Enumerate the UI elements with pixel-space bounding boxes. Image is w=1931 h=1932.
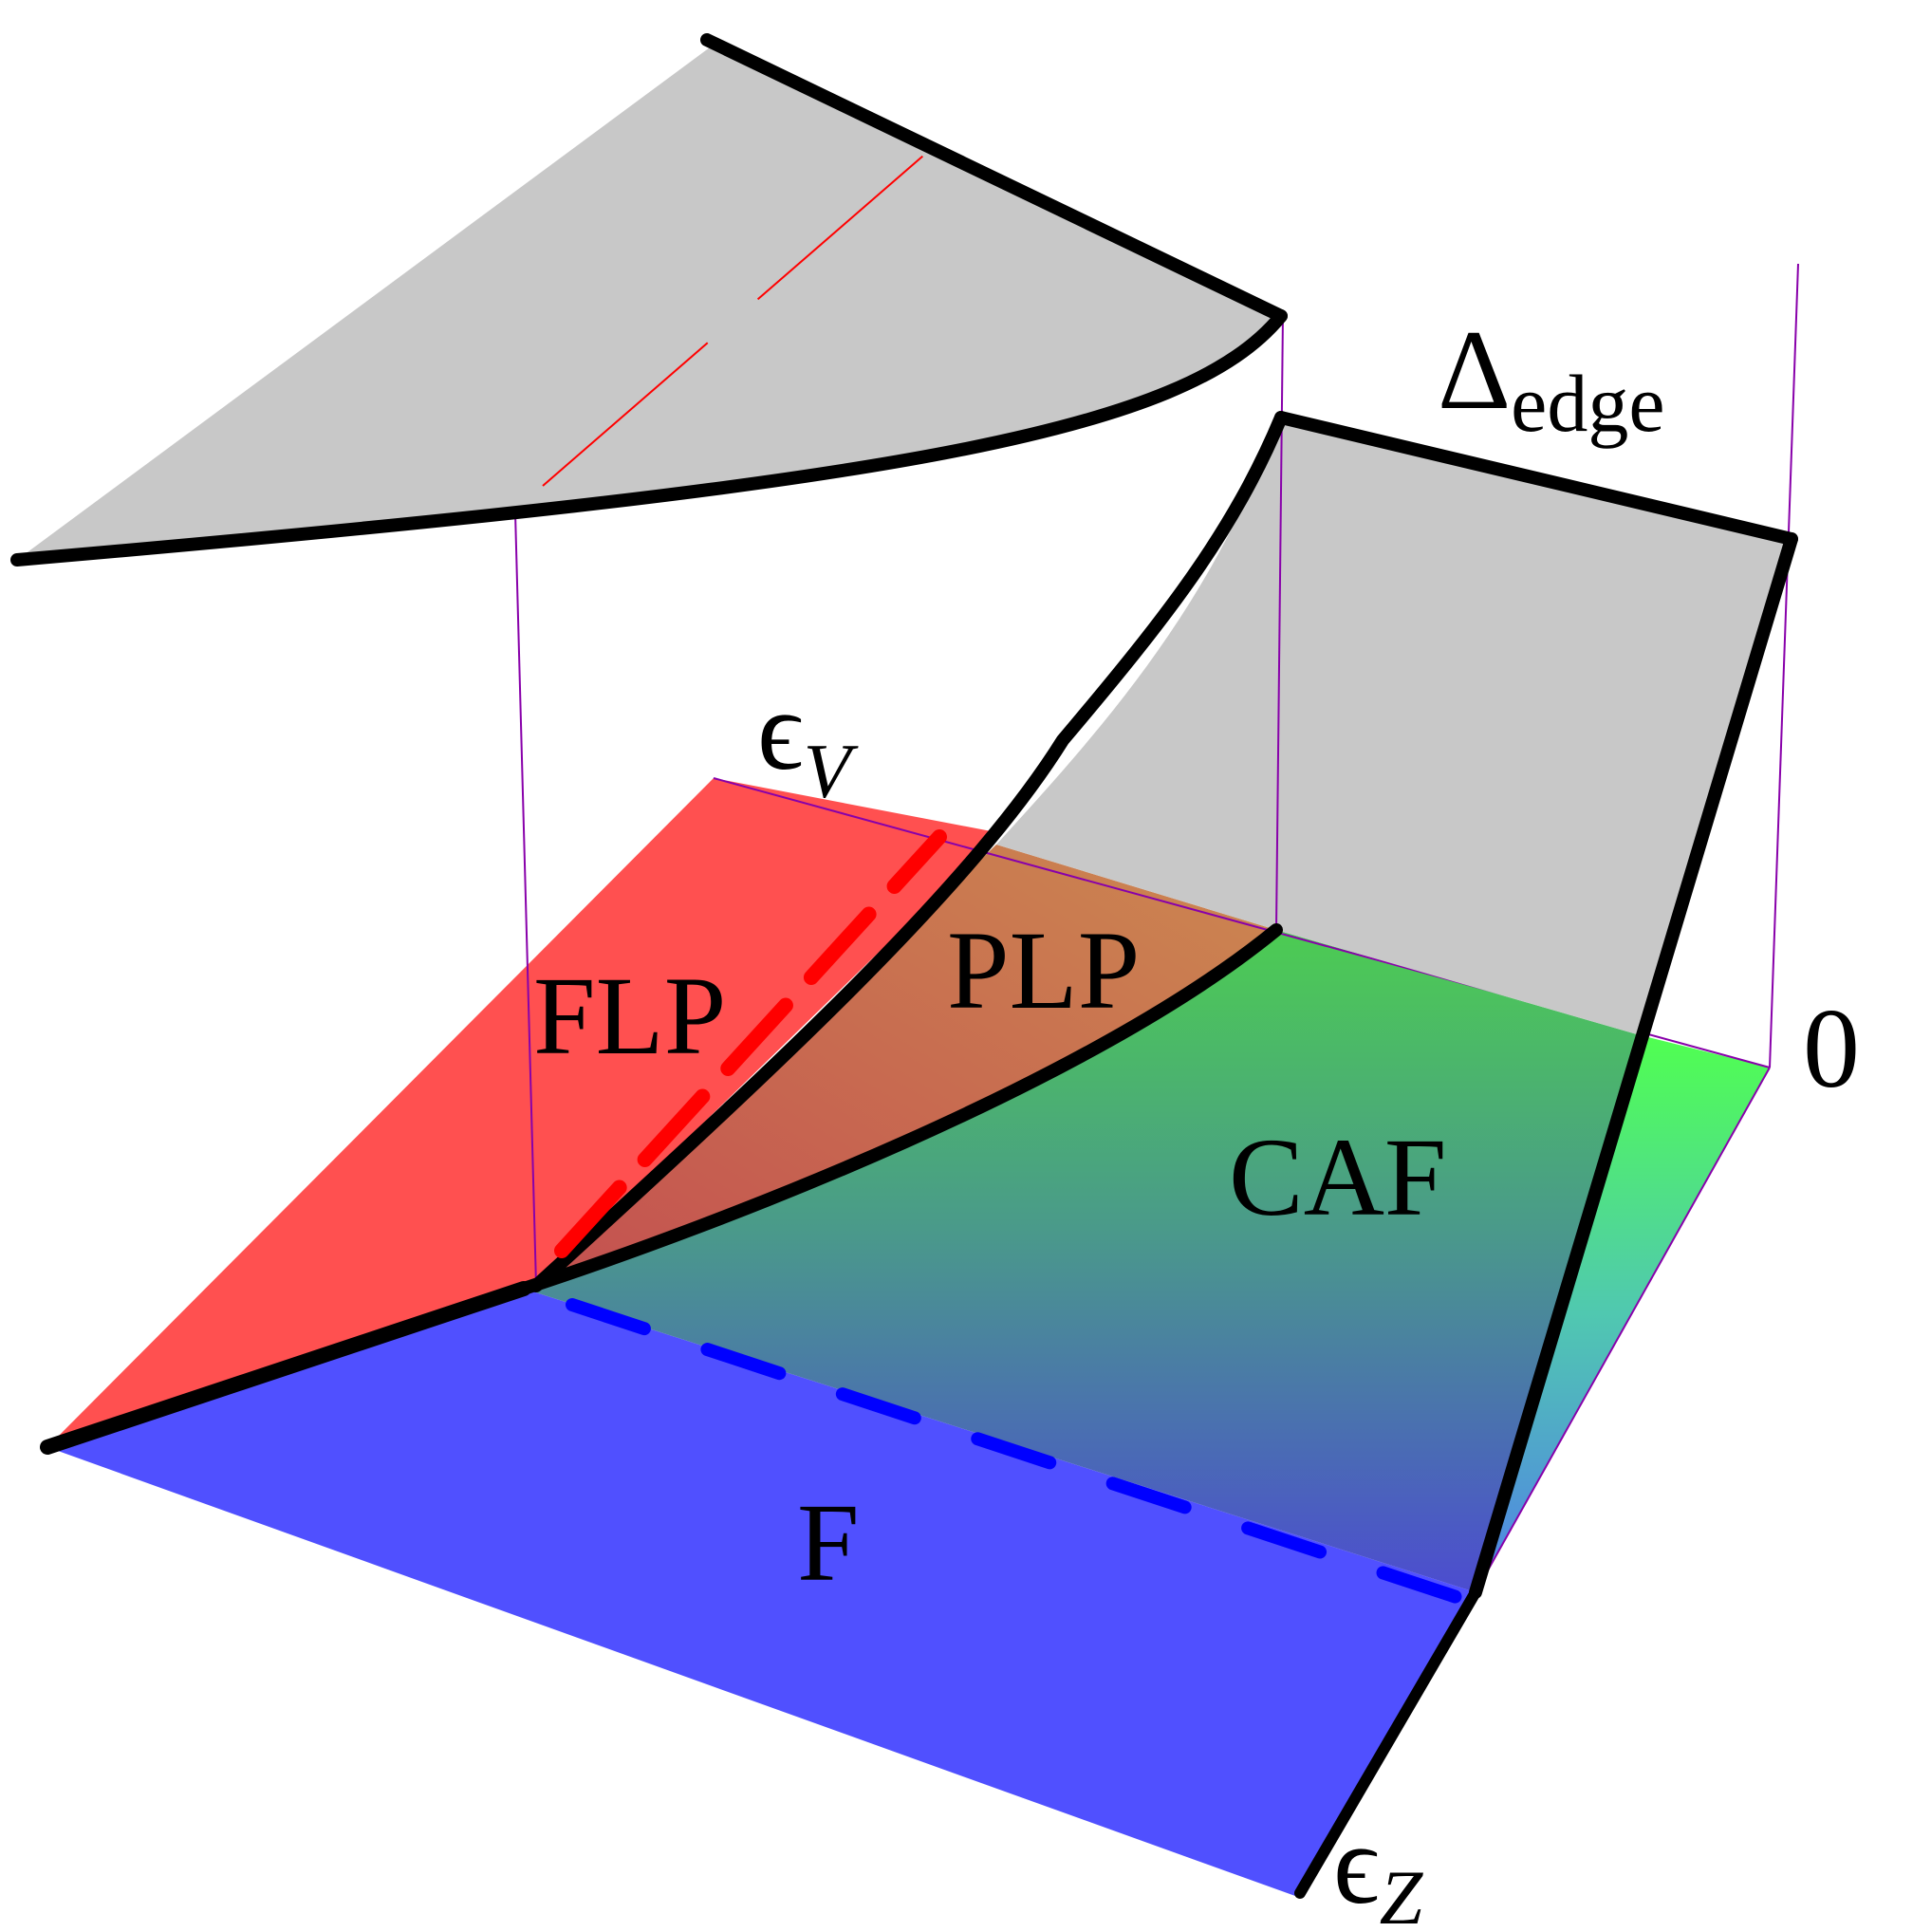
- right-boundary-top: [1274, 411, 1798, 546]
- caf-right-strip: [1476, 1034, 1770, 1592]
- flp-red-dashed-line: [554, 829, 947, 1258]
- f-region: [47, 1289, 1476, 1896]
- f-blue-dashed-line: [566, 1298, 1477, 1608]
- zero-label: 0: [1803, 985, 1860, 1111]
- ev-subscript: V: [804, 728, 859, 814]
- delta-symbol: Δ: [1438, 307, 1511, 433]
- ez-symbol: ϵ: [1333, 1801, 1380, 1927]
- f-label: F: [797, 1480, 860, 1605]
- upper-boundary-curve: [10, 309, 1288, 567]
- plp-caf-boundary: [517, 923, 1283, 1295]
- caf-region: [524, 930, 1637, 1592]
- gap-surface-left: [17, 47, 1278, 560]
- ev-symbol: ϵ: [757, 667, 804, 793]
- guide-line-left: [514, 511, 537, 1287]
- flp-plp-boundary: [529, 411, 1288, 1292]
- delta-edge-label: Δedge: [1438, 307, 1665, 449]
- plp-label: PLP: [947, 908, 1140, 1032]
- floor-right-edge: [1475, 1067, 1771, 1593]
- flp-label: FLP: [533, 954, 726, 1078]
- ev-axis-label: ϵV: [757, 667, 859, 814]
- caf-label: CAF: [1229, 1115, 1447, 1239]
- ez-axis-label: ϵZ: [1333, 1801, 1424, 1932]
- ez-subscript: Z: [1380, 1854, 1424, 1932]
- flp-region: [47, 778, 1001, 1447]
- gap-surface-right: [996, 418, 1792, 1034]
- caf-f-boundary-vertical: [1469, 532, 1798, 1599]
- upper-red-trace: [542, 149, 931, 487]
- plp-region: [536, 845, 1276, 1286]
- ez-axis-boundary: [1294, 1587, 1481, 1899]
- upper-boundary-top: [700, 33, 1288, 323]
- delta-subscript: edge: [1511, 358, 1664, 449]
- guide-line-right: [1769, 263, 1799, 1068]
- floor-front-left-boundary: [40, 1281, 531, 1455]
